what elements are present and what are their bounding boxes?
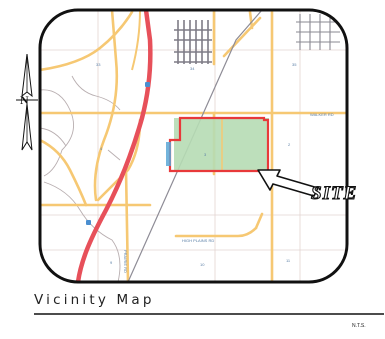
subdivision-grid-east xyxy=(296,14,340,50)
subdivision-grid xyxy=(174,20,212,64)
north-arrow-icon: N xyxy=(16,53,38,151)
site-label: SITE xyxy=(311,183,357,204)
map-frame xyxy=(38,8,349,284)
north-label: N xyxy=(20,93,29,107)
section-number: 10 xyxy=(200,262,205,267)
shield-icon xyxy=(145,82,150,87)
railroad xyxy=(127,10,263,282)
map-content: WALKER RD HIGH PLAINS RD PRAIRIE RD 33 3… xyxy=(40,10,347,282)
section-number: 34 xyxy=(190,66,195,71)
section-number: 9 xyxy=(110,260,113,265)
scale-note: N.T.S. xyxy=(352,323,366,329)
section-number: 4 xyxy=(100,146,103,151)
map-caption: Vicinity Map xyxy=(34,292,155,308)
street-label-walker: WALKER RD xyxy=(310,112,334,117)
section-number: 11 xyxy=(286,258,291,263)
shield-icon-2 xyxy=(86,220,91,225)
section-number: 3 xyxy=(204,152,207,157)
highway-frontage xyxy=(131,10,141,71)
arterial-roads xyxy=(40,10,347,282)
section-number: 35 xyxy=(292,62,297,67)
section-number: 2 xyxy=(288,142,291,147)
outline-arrow-icon xyxy=(257,169,319,197)
site-parcel xyxy=(166,116,270,173)
section-grid xyxy=(40,10,347,282)
street-label-high-plains: HIGH PLAINS RD xyxy=(182,238,214,243)
street-label-prairie: PRAIRIE RD xyxy=(123,250,128,273)
section-number: 33 xyxy=(96,62,101,67)
